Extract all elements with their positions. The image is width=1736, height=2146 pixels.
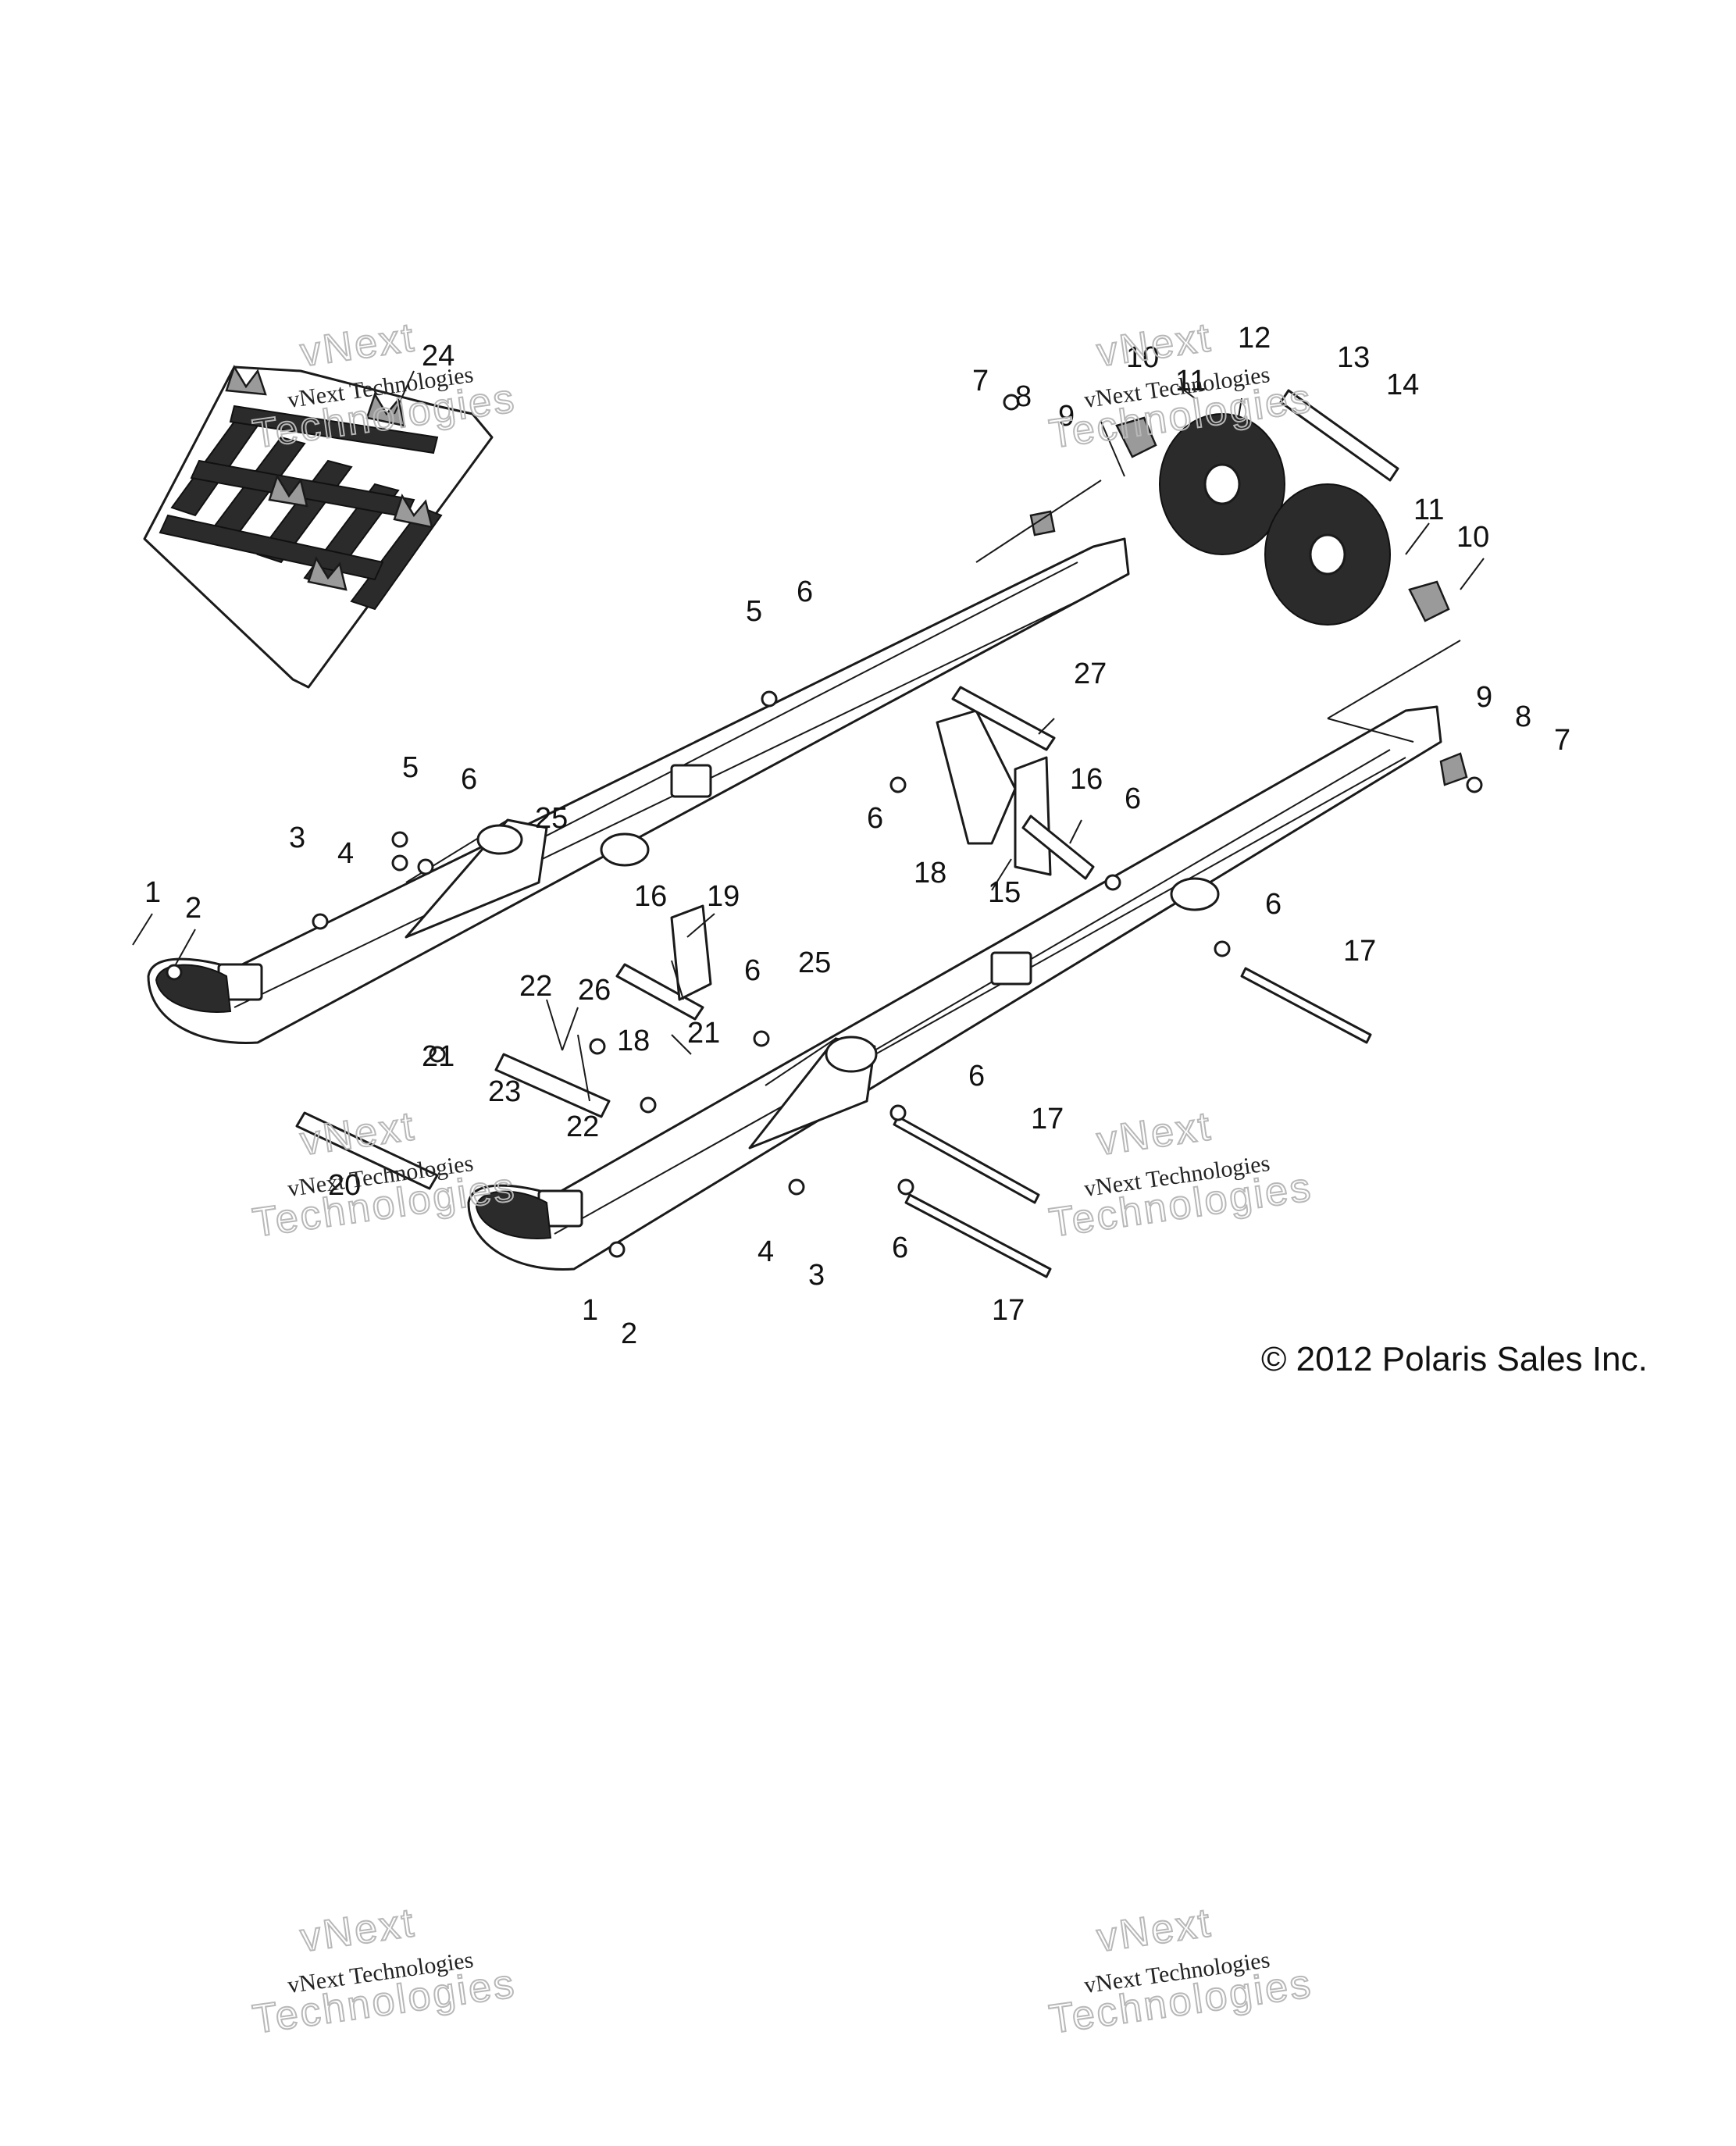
callout-7-upper: 7 xyxy=(972,365,989,397)
callout-1-upper: 1 xyxy=(144,876,161,909)
callout-16-lower: 16 xyxy=(634,880,667,913)
bolt-17b xyxy=(893,1115,1040,1204)
callout-2-lower: 2 xyxy=(621,1317,637,1350)
callout-6-c: 6 xyxy=(867,802,883,835)
callout-10-lower: 10 xyxy=(1456,521,1489,554)
callout-5-lower: 5 xyxy=(402,751,419,784)
callout-26: 26 xyxy=(578,974,611,1007)
callout-8-upper: 8 xyxy=(1015,380,1032,413)
callout-6-f: 6 xyxy=(744,954,761,987)
callout-21-upper: 21 xyxy=(422,1040,454,1073)
watermark-top-right: vNext vNext Technologies Technologies xyxy=(1046,314,1316,458)
left-rail xyxy=(147,537,1130,1045)
callout-3-lower: 3 xyxy=(808,1259,825,1292)
callout-6-h: 6 xyxy=(892,1232,908,1264)
callout-5-upper: 5 xyxy=(746,595,762,628)
callout-16-upper: 16 xyxy=(1070,763,1103,796)
callout-27: 27 xyxy=(1074,658,1107,690)
callout-2-upper: 2 xyxy=(185,892,201,925)
callout-15: 15 xyxy=(988,876,1021,909)
watermark-bottom-right: vNext vNext Technologies Technologies xyxy=(1046,1899,1316,2044)
callout-labels: 24 10 12 13 11 14 7 8 9 11 10 5 6 27 9 8… xyxy=(144,322,1570,1350)
callout-7-lower: 7 xyxy=(1554,724,1570,757)
callout-1-lower: 1 xyxy=(582,1294,598,1327)
callout-6-a: 6 xyxy=(797,576,813,608)
callout-23: 23 xyxy=(488,1075,521,1108)
watermark-middle-right: vNext vNext Technologies Technologies xyxy=(1046,1103,1316,1247)
idler-cap-left xyxy=(1115,416,1157,458)
watermark-bottom-left: vNext vNext Technologies Technologies xyxy=(249,1899,519,2044)
hardware xyxy=(166,394,1483,1258)
callout-10-upper: 10 xyxy=(1126,341,1159,374)
callout-25-a: 25 xyxy=(535,802,568,835)
svg-text:vNext: vNext xyxy=(298,315,419,376)
plate-19 xyxy=(670,904,712,1001)
callout-24: 24 xyxy=(422,340,454,373)
callout-17-mid: 17 xyxy=(1031,1103,1064,1135)
svg-text:vNext: vNext xyxy=(298,1900,419,1961)
idler-cap-right xyxy=(1408,580,1450,622)
callout-25-b: 25 xyxy=(798,946,831,979)
callout-12: 12 xyxy=(1238,322,1271,355)
callout-8-lower: 8 xyxy=(1515,700,1531,733)
callout-6-d: 6 xyxy=(1125,782,1141,815)
shaft-27 xyxy=(951,686,1056,751)
idler-wheel-upper xyxy=(1159,413,1285,555)
callout-21-lower: 21 xyxy=(687,1017,720,1050)
leader-lines xyxy=(132,370,1485,1102)
svg-text:vNext: vNext xyxy=(298,1103,419,1164)
center-bracket xyxy=(936,709,1017,845)
callout-6-g: 6 xyxy=(968,1060,985,1093)
callout-11-lower: 11 xyxy=(1413,494,1444,526)
callout-13: 13 xyxy=(1337,341,1370,374)
bolt-17a xyxy=(1240,967,1372,1044)
shaft-16-lower xyxy=(615,963,704,1021)
rod-20 xyxy=(295,1111,439,1190)
callout-19: 19 xyxy=(707,880,740,913)
svg-text:vNext: vNext xyxy=(1094,1900,1215,1961)
callout-17-upper: 17 xyxy=(1343,935,1376,968)
callout-22-lower: 22 xyxy=(566,1110,599,1143)
right-rail xyxy=(467,705,1442,1271)
callout-4-upper: 4 xyxy=(337,837,354,870)
idler-wheel-lower xyxy=(1264,483,1391,626)
callout-6-e: 6 xyxy=(1265,888,1282,921)
svg-text:vNext: vNext xyxy=(1094,1103,1215,1164)
callout-20: 20 xyxy=(328,1169,361,1202)
callout-14: 14 xyxy=(1386,369,1419,401)
idler-axle xyxy=(1279,389,1399,482)
shaft-16-upper xyxy=(1021,815,1095,880)
callout-4-lower: 4 xyxy=(757,1235,774,1268)
shaft-22 xyxy=(494,1053,611,1118)
callout-18-upper: 18 xyxy=(914,857,946,889)
center-bracket-2 xyxy=(1014,756,1052,876)
callout-22-upper: 22 xyxy=(519,970,552,1003)
callout-6-b: 6 xyxy=(461,763,477,796)
callout-9-upper: 9 xyxy=(1058,400,1075,433)
callout-17-lower: 17 xyxy=(992,1294,1025,1327)
bolt-17c xyxy=(904,1193,1052,1278)
callout-9-lower: 9 xyxy=(1476,681,1492,714)
callout-18-lower: 18 xyxy=(617,1025,650,1057)
copyright-notice: © 2012 Polaris Sales Inc. xyxy=(1261,1340,1648,1378)
track-illustration xyxy=(143,365,494,689)
callout-11-upper: 11 xyxy=(1175,365,1206,397)
callout-3-upper: 3 xyxy=(289,822,305,854)
